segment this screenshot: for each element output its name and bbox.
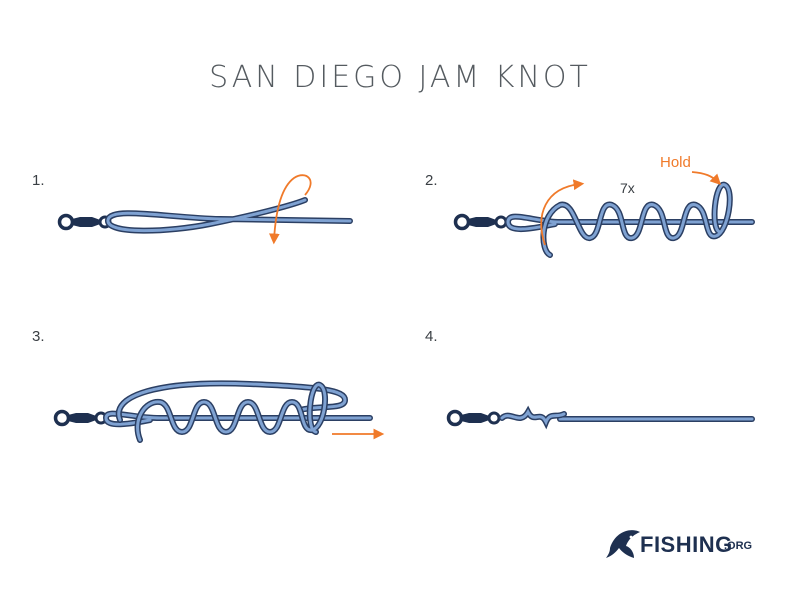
- wrap-count-annotation: 7x: [620, 180, 635, 196]
- step-4-diagram: [446, 405, 755, 430]
- step-4-label: 4.: [425, 328, 438, 345]
- step-3-diagram: [53, 380, 385, 443]
- step-2-wrap-arrow: [540, 179, 585, 246]
- step-2-label: 2.: [425, 172, 438, 189]
- step-2-hold-arrow: [691, 171, 722, 186]
- step-1-diagram: [57, 174, 353, 245]
- fish-logo-icon: [606, 530, 640, 558]
- logo-suffix: .ORG: [724, 540, 753, 552]
- logo-name: FISHING: [640, 532, 733, 557]
- step-2-diagram: [453, 171, 755, 258]
- page-title: SAN DIEGO JAM KNOT: [209, 60, 591, 95]
- step-3-label: 3.: [32, 328, 45, 345]
- step-1-label: 1.: [32, 172, 45, 189]
- hold-annotation: Hold: [660, 154, 691, 171]
- step-1-arrow: [268, 174, 312, 245]
